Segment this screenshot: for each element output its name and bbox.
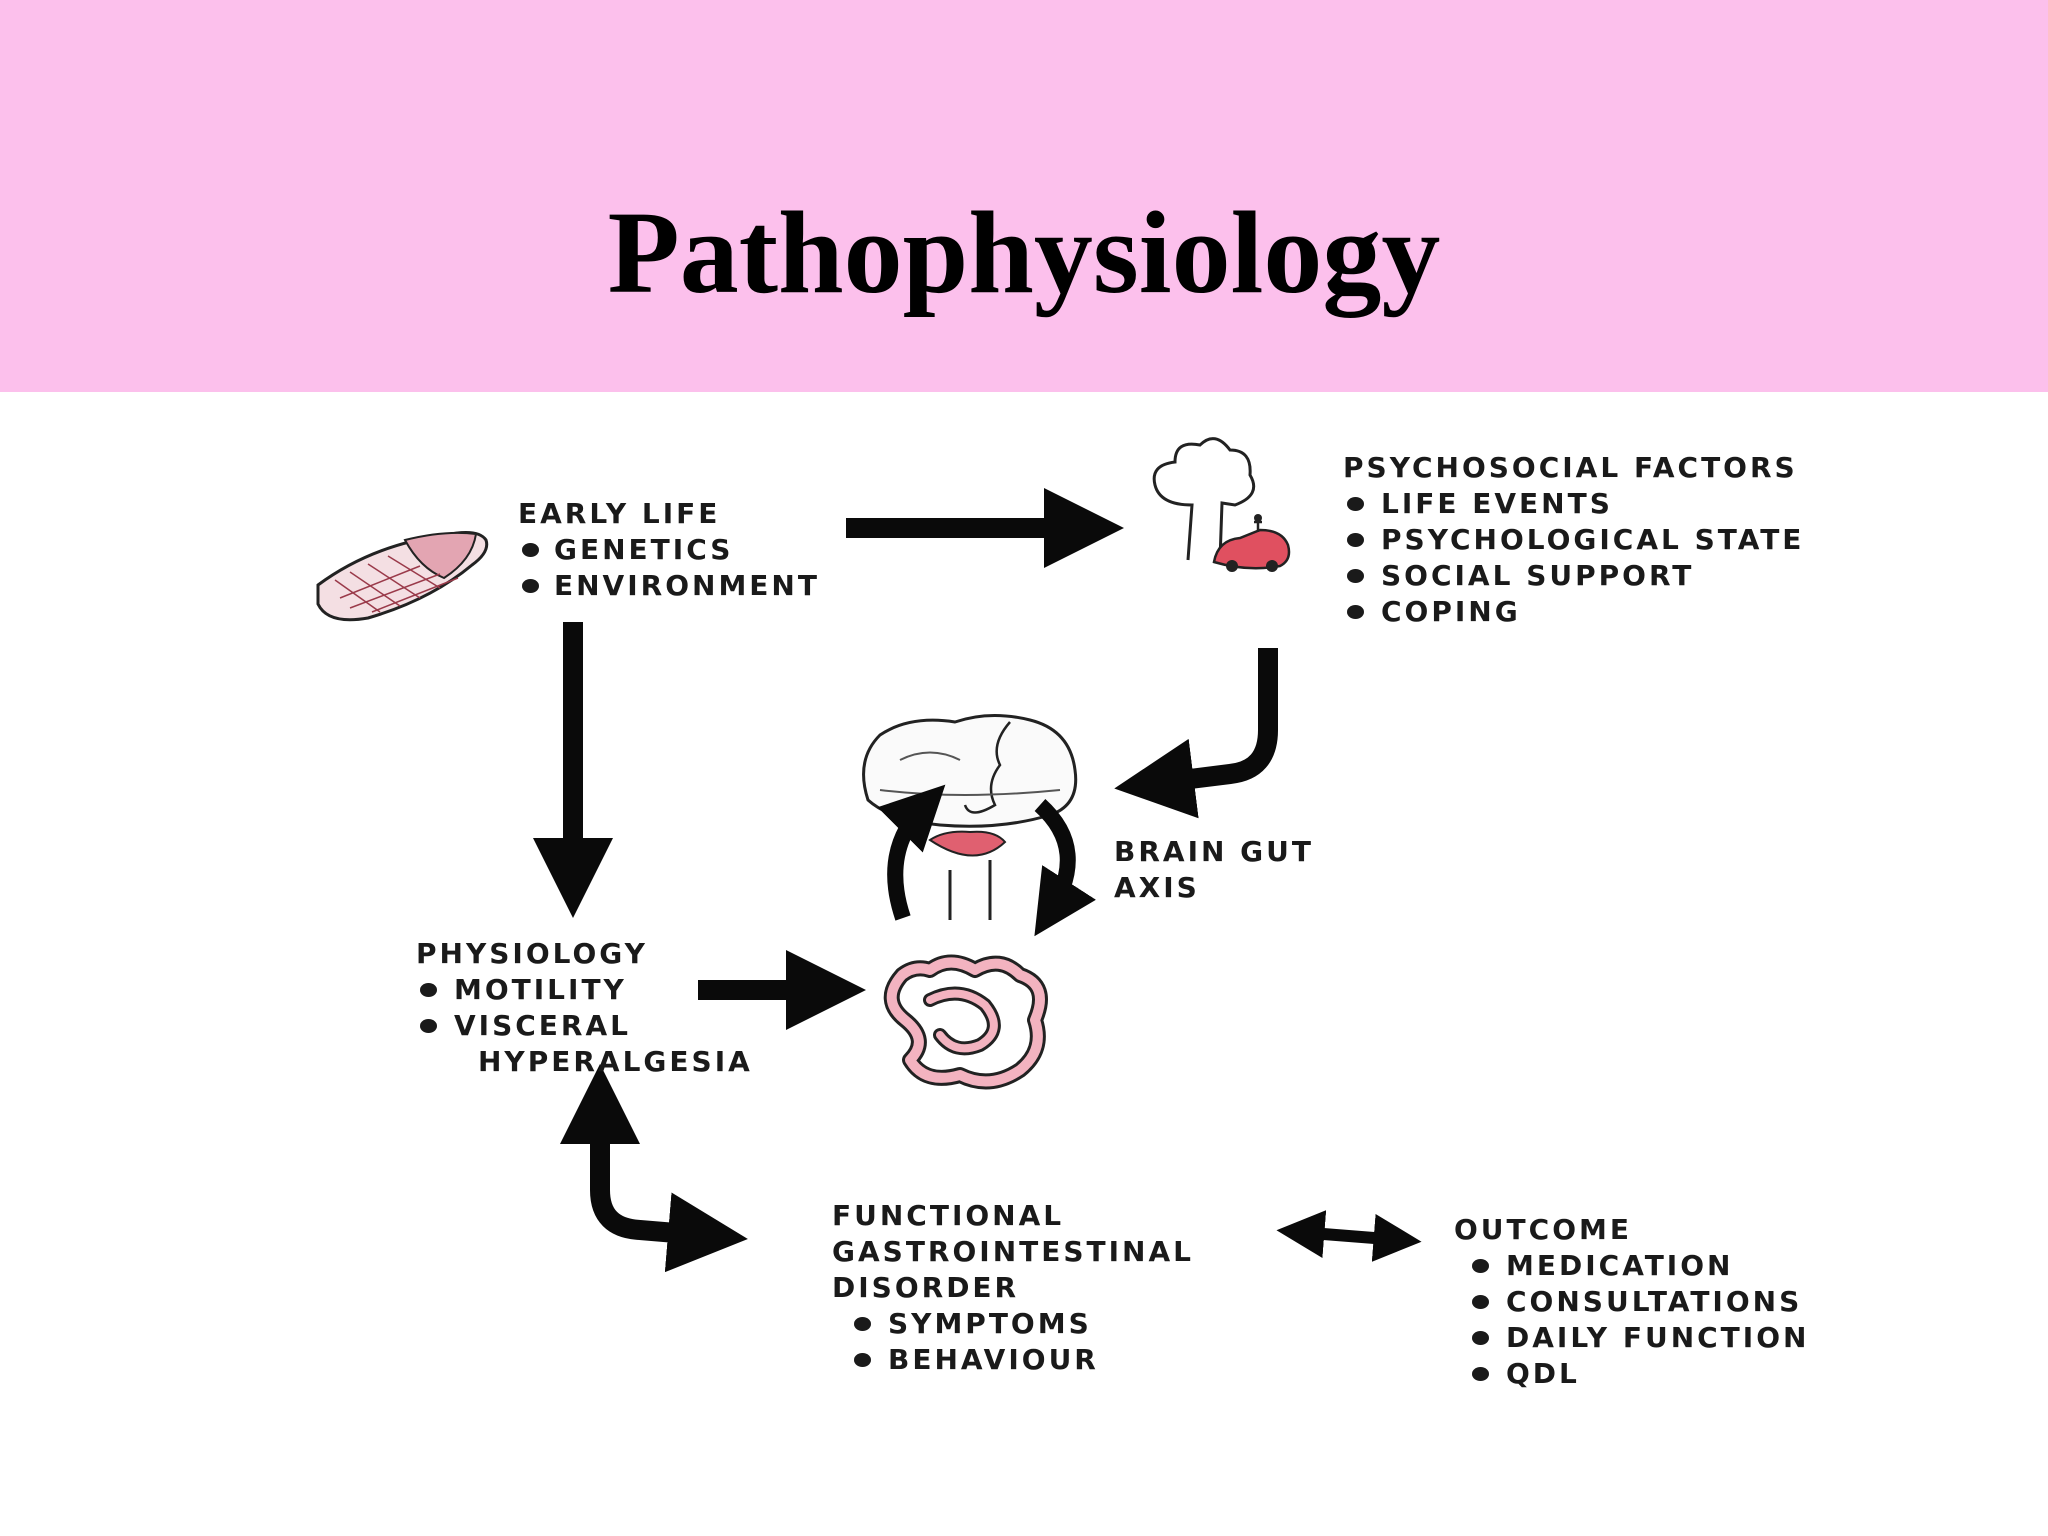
arrow-brain-to-gut (1034, 799, 1096, 937)
page-title: Pathophysiology (607, 187, 1441, 318)
list-item: COPING (1343, 594, 1804, 630)
list-item-continuation: HYPERALGESIA (478, 1045, 753, 1078)
list-item: SOCIAL SUPPORT (1343, 558, 1804, 594)
node-header: PSYCHOSOCIAL FACTORS (1343, 451, 1798, 484)
node-line: AXIS (1114, 871, 1200, 904)
list-item: SYMPTOMS (850, 1306, 1194, 1342)
intestine-icon (883, 954, 1048, 1090)
list-item: DAILY FUNCTION (1468, 1320, 1809, 1356)
arrow-fgid-to-outcome (1276, 1210, 1422, 1262)
node-line: GASTROINTESTINAL (832, 1235, 1194, 1268)
list-item: MEDICATION (1468, 1248, 1809, 1284)
list-item: PSYCHOLOGICAL STATE (1343, 522, 1804, 558)
node-functional-gi-disorder: FUNCTIONAL GASTROINTESTINAL DISORDER SYM… (832, 1198, 1194, 1378)
list-item: QDL (1468, 1356, 1809, 1392)
node-header: OUTCOME (1454, 1213, 1632, 1246)
node-physiology: PHYSIOLOGY MOTILITY VISCERAL HYPERALGESI… (416, 936, 753, 1080)
tree-car-accident-icon (1152, 437, 1291, 572)
node-psychosocial-factors: PSYCHOSOCIAL FACTORS LIFE EVENTS PSYCHOL… (1343, 450, 1804, 630)
list-item: MOTILITY (416, 972, 753, 1008)
node-brain-gut-axis: BRAIN GUT AXIS (1114, 834, 1314, 906)
node-header: EARLY LIFE (518, 497, 721, 530)
baby-cradle-icon (316, 530, 489, 622)
node-header: PHYSIOLOGY (416, 937, 648, 970)
title-band (0, 0, 2048, 392)
list-item: BEHAVIOUR (850, 1342, 1194, 1378)
arrow-psychosocial-to-brain (1114, 648, 1278, 819)
arrow-gut-to-brain (877, 784, 946, 921)
list-item: GENETICS (518, 532, 820, 568)
list-item: CONSULTATIONS (1468, 1284, 1809, 1320)
node-line: DISORDER (832, 1271, 1020, 1304)
node-outcome: OUTCOME MEDICATION CONSULTATIONS DAILY F… (1454, 1212, 1809, 1392)
list-item: LIFE EVENTS (1343, 486, 1804, 522)
list-item: ENVIRONMENT (518, 568, 820, 604)
arrow-physiology-to-fgid (560, 1064, 748, 1273)
node-line: BRAIN GUT (1114, 835, 1314, 868)
node-line: FUNCTIONAL (832, 1199, 1065, 1232)
node-early-life: EARLY LIFE GENETICS ENVIRONMENT (518, 496, 820, 604)
list-item: VISCERAL (416, 1008, 753, 1044)
